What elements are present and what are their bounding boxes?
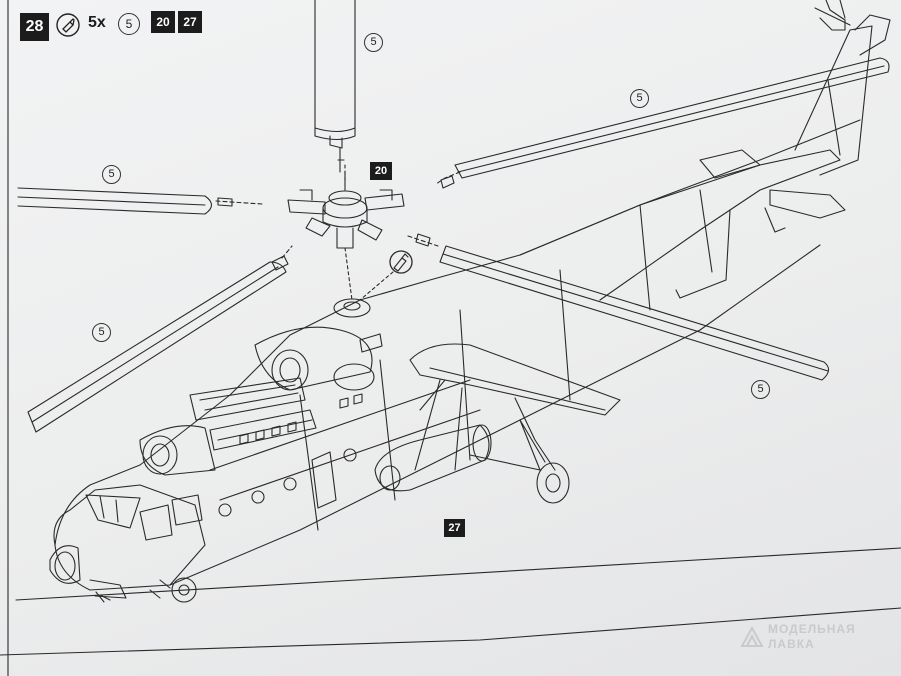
watermark-line-1: МОДЕЛЬНАЯ (768, 622, 856, 636)
glue-tube-icon (56, 13, 80, 37)
quantity-label: 5x (88, 14, 106, 31)
reference-badge: 27 (178, 11, 202, 33)
tail-rotor-detail (814, 0, 891, 56)
rotor-hub (287, 171, 405, 301)
reference-badge: 20 (151, 11, 175, 33)
fuselage (49, 25, 873, 603)
step-number-badge: 28 (20, 13, 49, 41)
part-callout-5: 5 (751, 380, 770, 399)
part-callout-5: 5 (630, 89, 649, 108)
rotor-mast-cover (314, 0, 356, 181)
pylon-badge: 27 (444, 519, 465, 537)
part-callout-5: 5 (364, 33, 383, 52)
part-callout-5: 5 (102, 165, 121, 184)
stub-wing (374, 343, 621, 504)
watermark-line-2: ЛАВКА (768, 637, 815, 651)
shop-logo-icon (740, 626, 764, 647)
part-callout-5: 5 (92, 323, 111, 342)
glue-tube-callout-icon (359, 250, 413, 301)
part-number-circle: 5 (118, 13, 140, 35)
rotor-blades (17, 57, 890, 433)
rotor-hub-badge: 20 (370, 162, 392, 180)
